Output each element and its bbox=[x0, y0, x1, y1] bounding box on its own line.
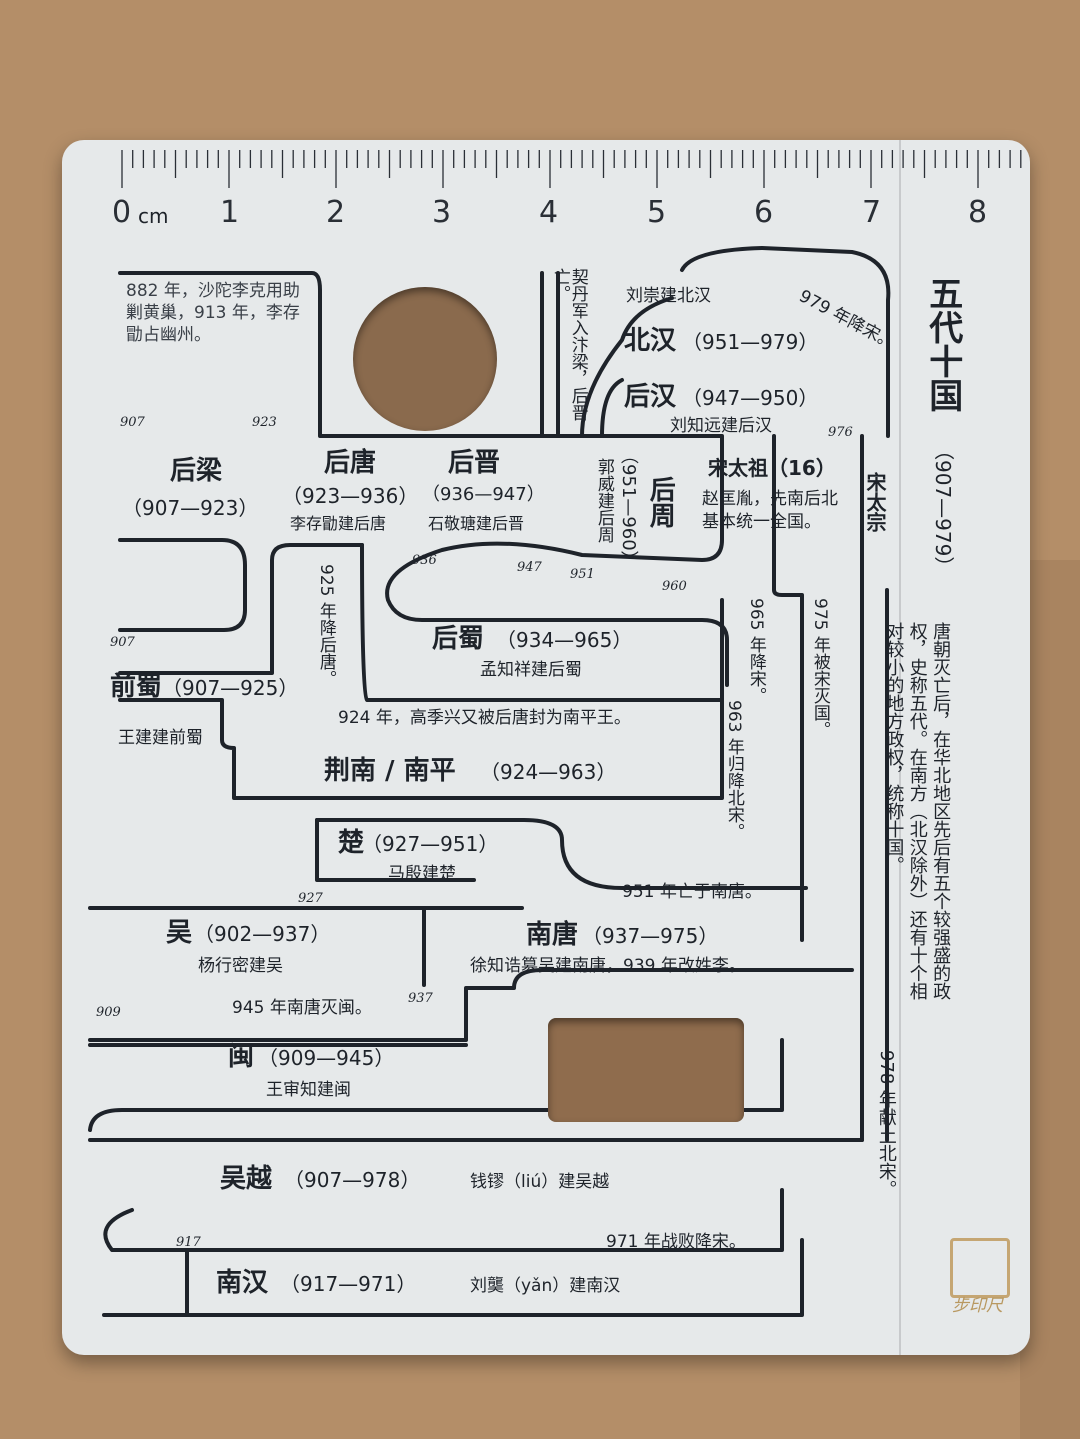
cardboard-background bbox=[1020, 560, 1080, 1439]
year-mark-976: 976 bbox=[828, 425, 853, 440]
regime-wuyue-note: 钱镠（liú）建吴越 bbox=[470, 1172, 610, 1192]
annotation-jingnan-end: 963 年归降北宋。 bbox=[723, 700, 744, 840]
annotation-qianshu-end: 925 年降后唐。 bbox=[315, 564, 336, 687]
regime-wu-note: 杨行密建吴 bbox=[198, 956, 283, 976]
regime-beihan-name: 北汉 bbox=[624, 326, 677, 356]
annotation-min-end: 945 年南唐灭闽。 bbox=[232, 998, 372, 1018]
year-mark-936: 936 bbox=[412, 553, 437, 568]
year-mark-951: 951 bbox=[570, 567, 595, 582]
ruler-number-8: 8 bbox=[968, 195, 988, 230]
regime-nantang-note: 徐知诰篡吴建南唐，939 年改姓李。 bbox=[470, 956, 746, 976]
ruler-number-7: 7 bbox=[862, 195, 882, 230]
brand-name: 步印尺 bbox=[952, 1296, 1003, 1316]
annotation-khitan: 契丹军入汴梁，后晋亡。 bbox=[549, 268, 588, 421]
year-mark-937: 937 bbox=[408, 991, 433, 1006]
ruler-card: 0 cm 1 2 3 4 5 6 7 8 五代十国 （907—979） 唐朝灭亡… bbox=[62, 140, 1030, 1355]
regime-min-note: 王审知建闽 bbox=[266, 1080, 351, 1100]
regime-song-note: 赵匡胤，先南后北基本统一全国。 bbox=[702, 489, 838, 532]
regime-houhan-name: 后汉 bbox=[624, 382, 677, 412]
regime-nanhan-years: （917—971） bbox=[280, 1272, 417, 1296]
regime-wuyue-name: 吴越 bbox=[220, 1164, 273, 1194]
year-mark-947: 947 bbox=[517, 560, 542, 575]
annotation-chu-end: 951 年亡于南唐。 bbox=[622, 882, 762, 902]
regime-qianshu-name: 前蜀 bbox=[110, 672, 163, 702]
regime-chu-note: 马殷建楚 bbox=[388, 864, 456, 884]
regime-houshu-years: （934—965） bbox=[496, 628, 633, 652]
regime-jingnan-years: （924—963） bbox=[480, 760, 617, 784]
annotation-houshu-end: 965 年降宋。 bbox=[745, 598, 766, 704]
annotation-li-keyong: 882 年，沙陀李克用助剿黄巢，913 年，李存勖占幽州。 bbox=[126, 281, 300, 346]
regime-wu-years: （902—937） bbox=[194, 922, 331, 946]
regime-nanhan-name: 南汉 bbox=[216, 1268, 269, 1298]
regime-houhan-years: （947—950） bbox=[682, 386, 819, 410]
regime-nantang-name: 南唐 bbox=[526, 920, 579, 950]
year-mark-907-shu: 907 bbox=[110, 635, 135, 650]
annotation-jingnan-start: 924 年，高季兴又被后唐封为南平王。 bbox=[338, 708, 631, 728]
ruler-number-1: 1 bbox=[220, 195, 240, 230]
regime-nanhan-note: 刘龑（yǎn）建南汉 bbox=[470, 1276, 621, 1296]
regime-wuyue-years: （907—978） bbox=[284, 1168, 421, 1192]
regime-chu-name: 楚 bbox=[338, 828, 365, 858]
ruler-number-3: 3 bbox=[432, 195, 452, 230]
annotation-liuchong: 刘崇建北汉 bbox=[626, 286, 711, 306]
regime-houtang-name: 后唐 bbox=[324, 448, 377, 478]
description: 唐朝灭亡后，在华北地区先后有五个较强盛的政权，史称五代。在南方（北汉除外）还有十… bbox=[883, 622, 952, 1000]
regime-houzhou-name: 后周 bbox=[645, 476, 676, 528]
regime-houjin-years: （936—947） bbox=[422, 484, 545, 505]
annotation-nanhan-end: 971 年战败降宋。 bbox=[606, 1232, 746, 1252]
annotation-nantang-end: 975 年被宋灭国。 bbox=[809, 598, 830, 738]
regime-wu-name: 吴 bbox=[166, 918, 193, 948]
regime-song-name: 宋太祖（16） bbox=[708, 456, 836, 480]
round-hole bbox=[353, 287, 497, 431]
annotation-song-taizong: 宋太宗 bbox=[863, 472, 887, 532]
regime-min-years: （909—945） bbox=[258, 1046, 395, 1070]
regime-houshu-name: 后蜀 bbox=[432, 624, 485, 654]
year-mark-927: 927 bbox=[298, 891, 323, 906]
year-mark-960: 960 bbox=[662, 579, 687, 594]
ruler-number-2: 2 bbox=[326, 195, 346, 230]
year-mark-923: 923 bbox=[252, 415, 277, 430]
river-diagram bbox=[88, 140, 1022, 1355]
regime-houtang-years: （923—936） bbox=[282, 484, 419, 508]
year-mark-917: 917 bbox=[176, 1235, 201, 1250]
regime-min-name: 闽 bbox=[228, 1042, 255, 1072]
year-mark-907-top: 907 bbox=[120, 415, 145, 430]
ruler-unit: cm bbox=[138, 204, 169, 228]
regime-qianshu-years: （907—925） bbox=[162, 676, 299, 700]
regime-nantang-years: （937—975） bbox=[582, 924, 719, 948]
page-title: 五代十国 bbox=[922, 276, 963, 412]
regime-qianshu-note: 王建建前蜀 bbox=[118, 728, 203, 748]
regime-houjin-name: 后晋 bbox=[448, 448, 501, 478]
regime-beihan-years: （951—979） bbox=[682, 330, 819, 354]
ruler-number-6: 6 bbox=[754, 195, 774, 230]
rect-hole bbox=[548, 1018, 744, 1122]
regime-jingnan-name: 荆南 / 南平 bbox=[324, 756, 456, 786]
regime-houzhou-years: （951—960） bbox=[617, 446, 639, 569]
regime-houshu-note: 孟知祥建后蜀 bbox=[480, 660, 582, 680]
regime-houtang-note: 李存勖建后唐 bbox=[290, 514, 387, 533]
regime-houhan-note: 刘知远建后汉 bbox=[670, 416, 772, 436]
title-years: （907—979） bbox=[931, 440, 955, 577]
ruler-number-4: 4 bbox=[539, 195, 559, 230]
regime-chu-years: （927—951） bbox=[362, 832, 499, 856]
year-mark-909: 909 bbox=[96, 1005, 121, 1020]
regime-houzhou-note: 郭威建后周 bbox=[593, 458, 614, 543]
ruler-number-5: 5 bbox=[647, 195, 667, 230]
regime-houliang-name: 后梁 bbox=[170, 456, 223, 486]
ruler-number-0: 0 bbox=[112, 195, 132, 230]
regime-houliang-years: （907—923） bbox=[122, 496, 259, 520]
brand-stamp-icon bbox=[950, 1238, 1010, 1298]
annotation-wuyue-end: 978 年献土北宋。 bbox=[875, 1050, 897, 1199]
regime-houjin-note: 石敬瑭建后晋 bbox=[428, 514, 525, 533]
